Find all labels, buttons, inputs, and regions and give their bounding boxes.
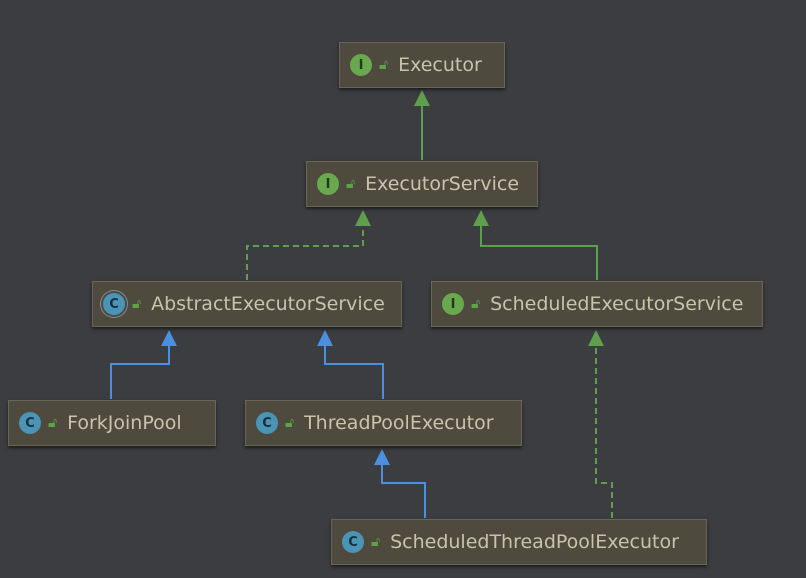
abstract-class-icon: C <box>103 293 125 315</box>
node-label: ScheduledExecutorService <box>490 293 744 315</box>
arrowhead-icon <box>161 330 177 346</box>
edge-scheduledthreadpoolexecutor-to-threadpoolexecutor <box>374 449 426 518</box>
node-executor[interactable]: I 🔓︎ Executor <box>339 42 505 88</box>
unlocked-icon: 🔓︎ <box>285 415 295 431</box>
unlocked-icon: 🔓︎ <box>379 57 389 73</box>
class-icon: C <box>19 412 41 434</box>
node-label: AbstractExecutorService <box>151 293 385 315</box>
unlocked-icon: 🔓︎ <box>346 176 356 192</box>
node-abstract-executor-service[interactable]: C 🔓︎ AbstractExecutorService <box>92 281 402 327</box>
arrowhead-icon <box>374 449 390 465</box>
unlocked-icon: 🔓︎ <box>371 534 381 550</box>
edge-threadpoolexecutor-to-abstractexecutorservice <box>317 330 384 399</box>
node-scheduled-thread-pool-executor[interactable]: C 🔓︎ ScheduledThreadPoolExecutor <box>331 519 707 565</box>
node-thread-pool-executor[interactable]: C 🔓︎ ThreadPoolExecutor <box>245 400 522 446</box>
node-fork-join-pool[interactable]: C 🔓︎ ForkJoinPool <box>8 400 216 446</box>
node-label: ExecutorService <box>365 173 520 195</box>
interface-icon: I <box>317 173 339 195</box>
node-executor-service[interactable]: I 🔓︎ ExecutorService <box>306 161 538 207</box>
edge-abstractexecutorservice-to-executorservice <box>246 210 371 280</box>
unlocked-icon: 🔓︎ <box>471 296 481 312</box>
edge-scheduledthreadpoolexecutor-to-scheduledexecutorservice <box>588 330 613 518</box>
interface-icon: I <box>350 54 372 76</box>
unlocked-icon: 🔓︎ <box>48 415 58 431</box>
interface-icon: I <box>442 293 464 315</box>
edge-scheduledexecutorservice-to-executorservice <box>473 210 598 280</box>
class-icon: C <box>342 531 364 553</box>
unlocked-icon: 🔓︎ <box>132 296 142 312</box>
arrowhead-icon <box>317 330 333 346</box>
node-label: ForkJoinPool <box>67 412 182 434</box>
node-label: Executor <box>398 54 482 76</box>
arrowhead-icon <box>414 90 430 106</box>
arrowhead-icon <box>588 330 604 346</box>
node-label: ScheduledThreadPoolExecutor <box>390 531 679 553</box>
edge-executorservice-to-executor <box>414 90 430 160</box>
node-scheduled-executor-service[interactable]: I 🔓︎ ScheduledExecutorService <box>431 281 763 327</box>
class-icon: C <box>256 412 278 434</box>
node-label: ThreadPoolExecutor <box>304 412 494 434</box>
arrowhead-icon <box>355 210 371 226</box>
arrowhead-icon <box>473 210 489 226</box>
edge-forkjoinpool-to-abstractexecutorservice <box>110 330 177 399</box>
